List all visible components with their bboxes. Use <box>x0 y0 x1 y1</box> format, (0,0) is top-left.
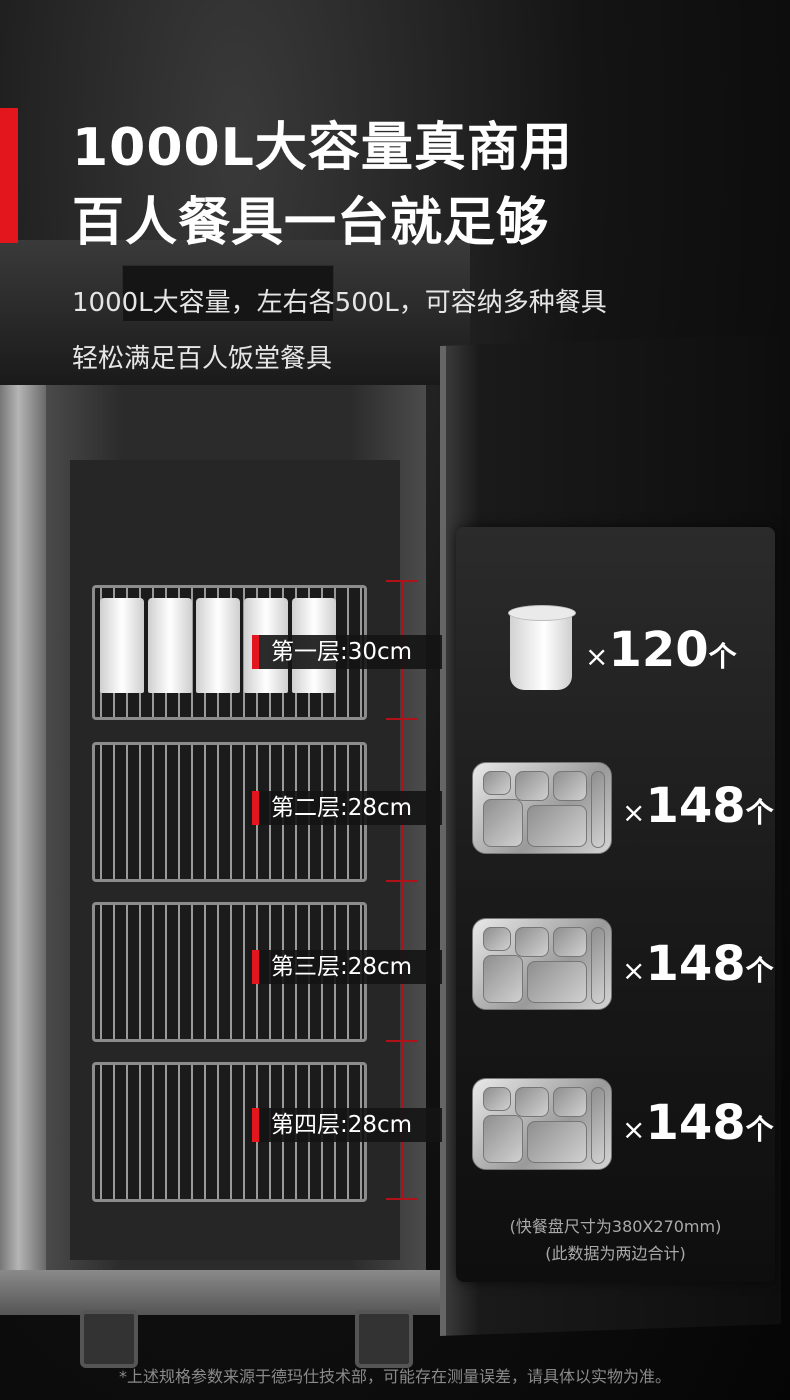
quantity-unit: 个 <box>745 1113 774 1146</box>
wheel-icon <box>80 1310 138 1368</box>
ruler-tick <box>386 718 418 720</box>
capacity-row-3: ×148个 <box>622 936 774 992</box>
layer-label-4: 第四层:28cm <box>252 1108 442 1142</box>
cup-icon <box>510 610 572 690</box>
cup-icon <box>100 598 144 693</box>
ruler-tick <box>386 1198 418 1200</box>
cabinet-base <box>0 1270 440 1315</box>
layer-label-2: 第二层:28cm <box>252 791 442 825</box>
subtitle-line2: 轻松满足百人饭堂餐具 <box>72 344 333 374</box>
ruler-tick <box>386 580 418 582</box>
cup-icon <box>196 598 240 693</box>
quantity-unit: 个 <box>745 796 774 829</box>
disclaimer-footnote: *上述规格参数来源于德玛仕技术部，可能存在测量误差，请具体以实物为准。 <box>118 1367 671 1386</box>
layer-label-1: 第一层:30cm <box>252 635 442 669</box>
quantity-value: 148 <box>645 936 746 992</box>
times-sign: × <box>622 1113 646 1146</box>
quantity-value: 148 <box>645 778 746 834</box>
times-sign: × <box>585 640 609 673</box>
page-title-line1: 1000L大容量真商用 <box>72 118 573 178</box>
total-note: (此数据为两边合计) <box>545 1244 686 1263</box>
capacity-row-1: ×120个 <box>585 622 737 678</box>
control-panel <box>122 265 334 322</box>
ruler-tick <box>386 1040 418 1042</box>
times-sign: × <box>622 796 646 829</box>
tray-icon <box>472 918 612 1010</box>
height-ruler <box>402 580 404 1200</box>
capacity-row-2: ×148个 <box>622 778 774 834</box>
ruler-tick <box>386 880 418 882</box>
quantity-value: 148 <box>645 1095 746 1151</box>
quantity-value: 120 <box>608 622 709 678</box>
accent-bar <box>0 108 18 243</box>
tray-icon <box>472 1078 612 1170</box>
wheel-icon <box>355 1310 413 1368</box>
tray-icon <box>472 762 612 854</box>
page-title-line2: 百人餐具一台就足够 <box>72 193 550 253</box>
cup-icon <box>148 598 192 693</box>
layer-label-3: 第三层:28cm <box>252 950 442 984</box>
cabinet-left-door <box>0 385 46 1285</box>
quantity-unit: 个 <box>745 954 774 987</box>
quantity-unit: 个 <box>708 640 737 673</box>
capacity-row-4: ×148个 <box>622 1095 774 1151</box>
cup-rim <box>508 605 576 621</box>
cups-row <box>100 598 336 693</box>
subtitle-line1: 1000L大容量，左右各500L，可容纳多种餐具 <box>72 288 607 318</box>
tray-size-note: (快餐盘尺寸为380X270mm) <box>509 1217 722 1236</box>
times-sign: × <box>622 954 646 987</box>
